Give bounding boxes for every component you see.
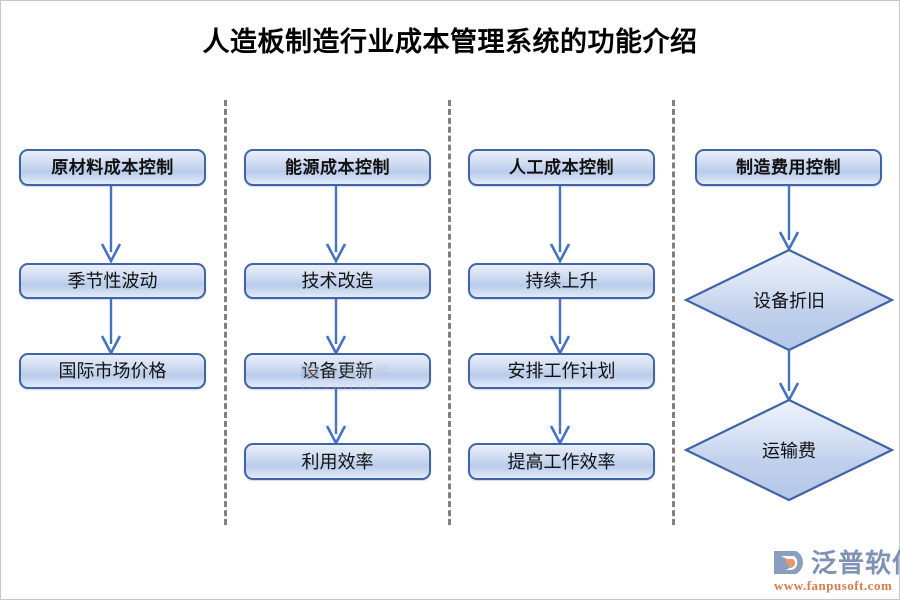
brand-name: 泛普软件 <box>811 548 900 578</box>
node-overhead-header[interactable]: 制造费用控制 <box>695 149 882 186</box>
brand-logo-row: 泛普软件 <box>772 543 900 580</box>
node-energy-3[interactable]: 利用效率 <box>244 443 431 480</box>
arrow-labor-3 <box>546 389 574 445</box>
arrow-overhead-1 <box>775 186 803 252</box>
arrow-energy-3 <box>322 389 350 445</box>
node-overhead-diamond-2[interactable]: 运输费 <box>684 398 894 502</box>
watermark-row: 泛普软件 <box>300 360 391 383</box>
node-labor-1[interactable]: 持续上升 <box>468 263 655 299</box>
page-title: 人造板制造行业成本管理系统的功能介绍 <box>202 27 698 57</box>
node-labor-3[interactable]: 提高工作效率 <box>468 443 655 480</box>
arrow-raw-material-1 <box>97 186 125 264</box>
node-labor-2[interactable]: 安排工作计划 <box>468 353 655 389</box>
arrow-labor-1 <box>546 186 574 264</box>
arrow-energy-2 <box>322 299 350 355</box>
watermark-url: FANPU SOFTWARE <box>301 381 380 391</box>
column-divider-1 <box>224 100 227 525</box>
node-energy-1[interactable]: 技术改造 <box>244 263 431 299</box>
watermark-name: 泛普软件 <box>324 363 392 382</box>
node-raw-material-header[interactable]: 原材料成本控制 <box>19 149 206 186</box>
brand-url: www.fanpusoft.com <box>774 578 893 593</box>
center-watermark: 泛普软件 FANPU SOFTWARE <box>300 360 391 392</box>
column-divider-3 <box>672 100 675 525</box>
column-divider-2 <box>448 100 451 525</box>
arrow-labor-2 <box>546 299 574 355</box>
arrow-energy-1 <box>322 186 350 264</box>
arrow-overhead-2 <box>775 350 803 402</box>
brand-logo: 泛普软件 www.fanpusoft.com <box>772 543 900 594</box>
node-raw-material-2[interactable]: 国际市场价格 <box>19 353 206 389</box>
fanpu-brand-icon <box>772 547 806 577</box>
node-raw-material-1[interactable]: 季节性波动 <box>19 263 206 299</box>
node-overhead-diamond-1[interactable]: 设备折旧 <box>684 248 894 352</box>
arrow-raw-material-2 <box>97 299 125 355</box>
node-labor-header[interactable]: 人工成本控制 <box>468 149 655 186</box>
fanpu-logo-icon <box>300 362 321 381</box>
node-energy-2[interactable]: 设备更新 <box>244 353 431 389</box>
node-energy-header[interactable]: 能源成本控制 <box>244 149 431 186</box>
